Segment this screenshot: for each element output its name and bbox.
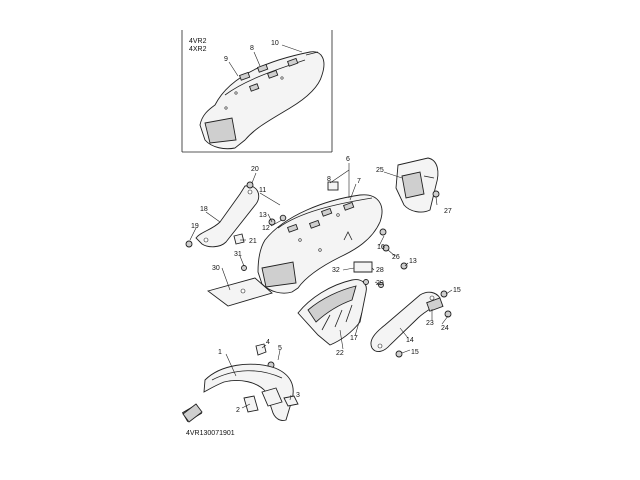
callout-2: 2 <box>236 407 240 414</box>
rear-stay-right <box>370 291 441 352</box>
callout-21: 21 <box>249 238 257 245</box>
inset-frame: 4VR2 4XR2 <box>181 30 333 153</box>
callout-19: 19 <box>191 223 199 230</box>
tail-light <box>395 157 439 213</box>
callout-inset-9: 9 <box>224 56 228 63</box>
plate-30 <box>206 277 273 307</box>
callout-13: 13 <box>259 212 267 219</box>
callout-25: 25 <box>376 167 384 174</box>
callout-18: 18 <box>200 206 208 213</box>
inset-model-2: 4XR2 <box>189 46 207 53</box>
callout-4: 4 <box>266 339 270 346</box>
callout-30: 30 <box>212 265 220 272</box>
callout-inset-8: 8 <box>250 45 254 52</box>
rear-stay-left <box>195 185 260 248</box>
callout-31: 31 <box>234 251 242 258</box>
callout-28: 28 <box>376 267 384 274</box>
callout-12: 12 <box>262 225 270 232</box>
callout-27: 27 <box>444 208 452 215</box>
callout-15b: 15 <box>411 349 419 356</box>
callout-17: 17 <box>350 335 358 342</box>
callout-23: 23 <box>426 320 434 327</box>
arrow-front-icon <box>182 403 203 423</box>
callout-14: 14 <box>406 337 414 344</box>
callout-1: 1 <box>218 349 222 356</box>
callout-22: 22 <box>336 350 344 357</box>
callout-3: 3 <box>296 392 300 399</box>
callout-29: 29 <box>376 280 384 287</box>
reflector-23 <box>426 297 444 312</box>
callout-inset-10: 10 <box>271 40 279 47</box>
callout-20: 20 <box>251 166 259 173</box>
leader-lines <box>189 163 453 409</box>
callout-24: 24 <box>441 325 449 332</box>
callout-labels: 6 8 7 25 20 11 13 12 18 19 21 16 26 13 2… <box>191 156 461 414</box>
callout-7: 7 <box>357 178 361 185</box>
callout-5: 5 <box>278 345 282 352</box>
inset-model-1: 4VR2 <box>189 38 207 45</box>
callout-26: 26 <box>392 254 400 261</box>
diagram-code: 4VR130071901 <box>186 430 235 437</box>
callout-16: 16 <box>377 244 385 251</box>
inset-rear-fender: 9 8 10 <box>199 40 325 150</box>
callout-6: 6 <box>346 156 350 163</box>
fasteners <box>185 181 452 369</box>
callout-32: 32 <box>332 267 340 274</box>
rear-fender <box>257 194 383 294</box>
callout-15a: 15 <box>453 287 461 294</box>
callout-11: 11 <box>259 187 266 194</box>
callout-8: 8 <box>327 176 331 183</box>
bracket-21 <box>233 233 245 245</box>
callout-13b: 13 <box>409 258 417 265</box>
